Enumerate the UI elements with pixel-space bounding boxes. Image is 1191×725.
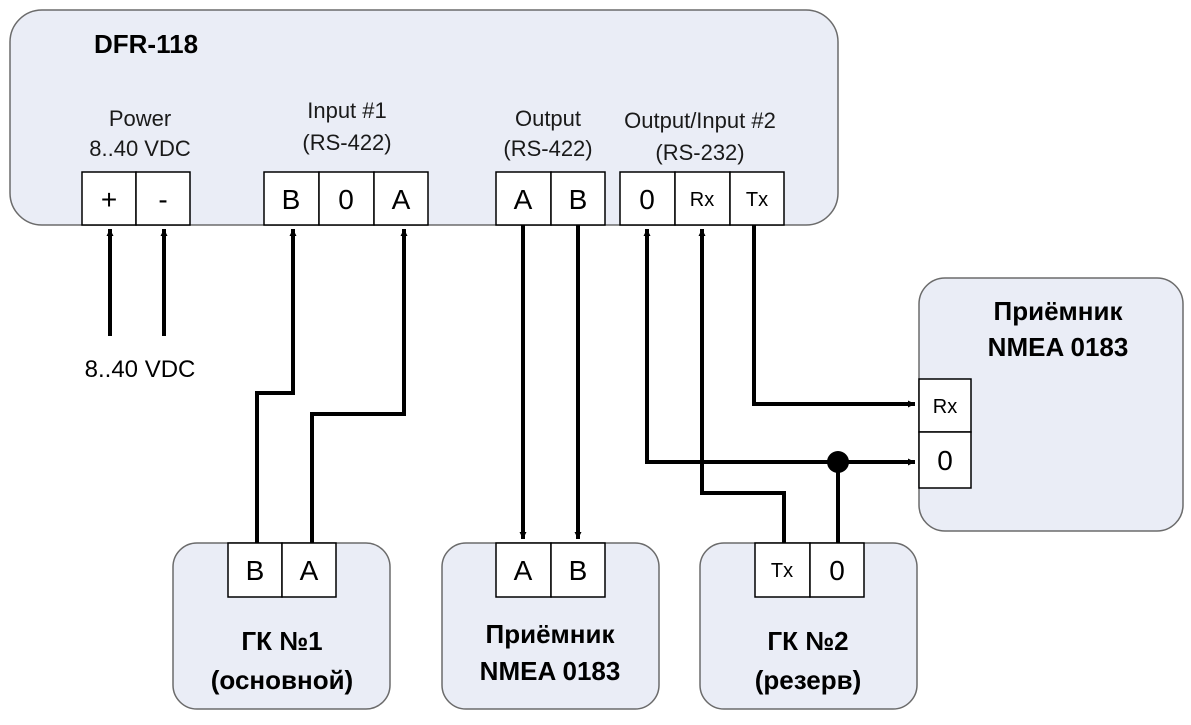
wire-tx-to-receiver-rx	[752, 225, 915, 408]
gk2-title: ГК №2	[767, 626, 848, 656]
wire-ground-to-device-0	[643, 229, 838, 464]
receiver-bottom-title: Приёмник	[486, 619, 616, 649]
terminal-label: B	[282, 184, 301, 215]
terminal-label: B	[246, 555, 265, 586]
terminal-label: A	[392, 184, 411, 215]
terminal-oi2-tx	[729, 171, 785, 226]
power-supply-label: 8..40 VDC	[85, 356, 196, 383]
terminal-oi2-0	[619, 171, 676, 226]
power-voltage-label: 8..40 VDC	[89, 136, 191, 161]
terminal-label: 0	[338, 184, 354, 215]
wires	[106, 225, 915, 543]
wire-gk1-a-to-input1-a	[310, 229, 408, 543]
power-label: Power	[109, 106, 171, 131]
output-input2-label: Output/Input #2	[624, 108, 776, 133]
terminal-receiver-bottom-b	[550, 542, 606, 598]
terminal-power-minus	[135, 171, 191, 226]
terminal-label: B	[569, 555, 588, 586]
terminal-gk2-tx	[754, 542, 811, 598]
terminal-gk1-a	[281, 542, 337, 598]
terminal-input1-b	[263, 171, 320, 226]
gk2-subtitle: (резерв)	[755, 665, 862, 695]
gk1-title: ГК №1	[241, 626, 322, 656]
wire-gk1-b-to-input1-b	[255, 229, 297, 543]
output-input2-protocol-label: (RS-232)	[655, 140, 744, 165]
terminal-label: Rx	[933, 396, 957, 418]
terminal-label: A	[514, 555, 533, 586]
dfr-118-device: DFR-118 Power 8..40 VDC Input #1 (RS-422…	[9, 9, 839, 226]
gk1-device: B A ГК №1 (основной)	[172, 542, 391, 710]
output-protocol-label: (RS-422)	[503, 136, 592, 161]
terminal-input1-0	[318, 171, 375, 226]
terminal-label: A	[514, 184, 533, 215]
input1-protocol-label: (RS-422)	[302, 130, 391, 155]
terminal-label: Rx	[690, 189, 714, 211]
input1-terminals: B 0 A	[263, 171, 429, 226]
output-label: Output	[515, 106, 581, 131]
power-terminals: + -	[81, 171, 191, 226]
gk1-subtitle: (основной)	[211, 665, 353, 695]
receiver-nmea-right: Приёмник NMEA 0183 Rx 0	[918, 277, 1184, 532]
receiver-bottom-subtitle: NMEA 0183	[480, 656, 621, 686]
receiver-nmea-bottom: A B Приёмник NMEA 0183	[441, 542, 660, 710]
junction-dot	[827, 451, 849, 473]
terminal-receiver-bottom-a	[495, 542, 552, 598]
terminal-receiver-right-0	[918, 431, 972, 489]
terminal-oi2-rx	[674, 171, 731, 226]
terminal-label: -	[158, 184, 167, 215]
device-title: DFR-118	[94, 29, 198, 59]
terminal-label: 0	[829, 555, 845, 586]
terminal-label: Tx	[771, 560, 793, 582]
terminal-gk2-0	[809, 542, 865, 598]
wire-gk2-tx-to-device-rx	[698, 229, 786, 543]
output-input2-terminals: 0 Rx Tx	[619, 171, 785, 226]
receiver-right-subtitle: NMEA 0183	[988, 332, 1129, 362]
gk2-device: Tx 0 ГК №2 (резерв)	[699, 542, 918, 710]
terminal-label: 0	[639, 184, 655, 215]
terminal-label: B	[569, 184, 588, 215]
terminal-label: +	[101, 184, 117, 215]
output-terminals: A B	[495, 171, 606, 226]
terminal-label: Tx	[746, 189, 768, 211]
terminal-input1-a	[373, 171, 429, 226]
terminal-output-b	[550, 171, 606, 226]
input1-label: Input #1	[307, 98, 387, 123]
terminal-power-plus	[81, 171, 137, 226]
terminal-label: 0	[937, 445, 953, 476]
receiver-right-title: Приёмник	[994, 296, 1124, 326]
terminal-label: A	[300, 555, 319, 586]
